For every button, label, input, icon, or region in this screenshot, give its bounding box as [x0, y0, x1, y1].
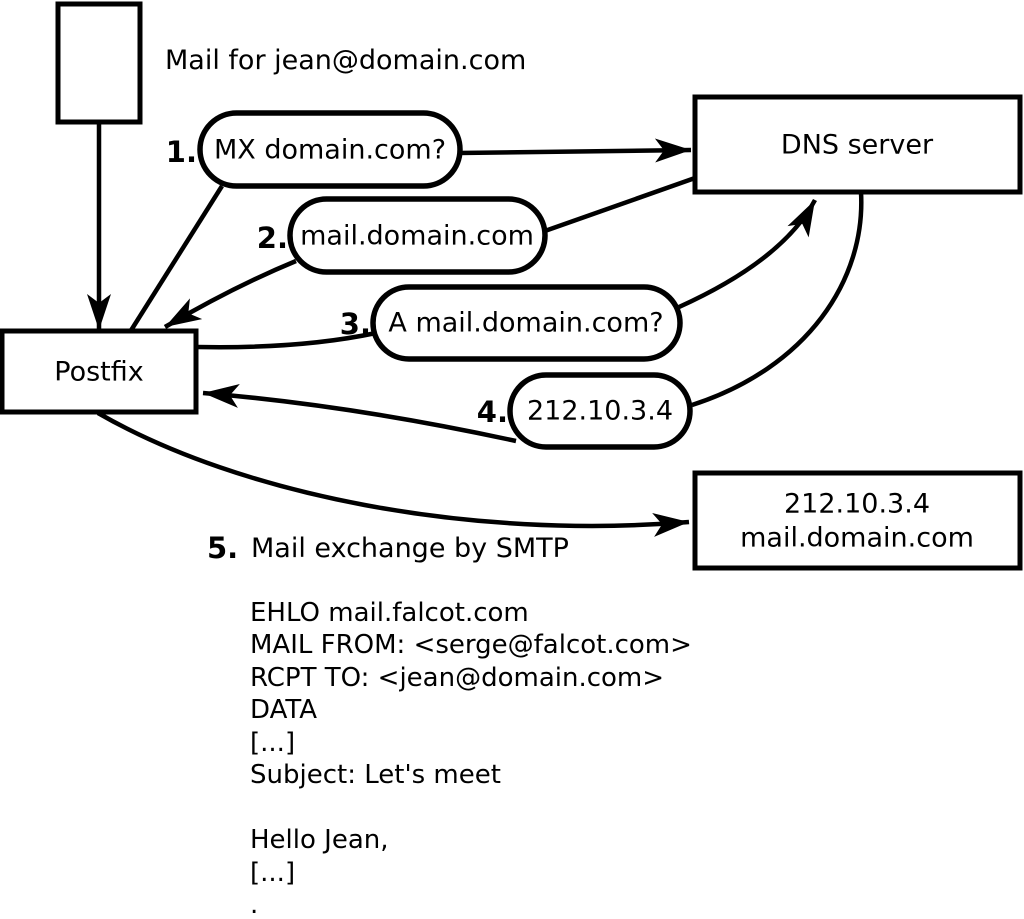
step-3-pill [370, 284, 683, 362]
step-3-label: A mail.domain.com? [388, 308, 663, 339]
step-1-number: 1. [166, 135, 197, 169]
smtp-line: RCPT TO: <jean@domain.com> [250, 663, 664, 693]
edges [87, 122, 864, 537]
step-4-label: 212.10.3.4 [527, 396, 673, 427]
step-bubble-2: 2. mail.domain.com [257, 196, 548, 275]
step-bubble-3: 3. A mail.domain.com? [340, 284, 683, 362]
edge-query3-to-dns [678, 198, 817, 310]
diagram-title: Mail for jean@domain.com [165, 45, 526, 76]
mail-message-node [55, 1, 143, 125]
smtp-line: [...] [250, 858, 295, 888]
edge-postfix-to-query3 [196, 330, 377, 350]
mail-server-ip-label: 212.10.3.4 [784, 489, 930, 520]
step-5-label: Mail exchange by SMTP [251, 533, 569, 564]
step-1-pill [197, 110, 463, 189]
smtp-line: DATA [250, 695, 317, 725]
smtp-line: EHLO mail.falcot.com [250, 598, 529, 628]
dns-server-node [692, 94, 1023, 195]
step-4-pill [507, 372, 693, 450]
step-5-number: 5. [207, 531, 238, 565]
step-1-label: MX domain.com? [214, 135, 446, 166]
step-2-pill [287, 196, 548, 275]
step-bubble-1: 1. MX domain.com? [166, 110, 463, 189]
step-2-number: 2. [257, 221, 288, 255]
edge-answer4-to-postfix [202, 383, 517, 444]
step-2-label: mail.domain.com [300, 221, 534, 252]
smtp-line: . [250, 890, 258, 919]
edge-answer2-to-postfix [163, 258, 297, 329]
postfix-label: Postfix [54, 357, 143, 388]
edge-postfix-to-mailserver [96, 411, 690, 537]
edge-dns-to-answer4 [691, 191, 864, 408]
edge-query1-to-dns [457, 138, 692, 163]
postfix-node [0, 328, 199, 415]
step-5-caption: 5. Mail exchange by SMTP [207, 531, 569, 565]
smtp-line: [...] [250, 728, 295, 758]
mail-server-node [692, 470, 1023, 571]
smtp-session-block: EHLO mail.falcot.com MAIL FROM: <serge@f… [250, 598, 692, 919]
edge-dns-to-answer2 [541, 175, 696, 235]
step-4-number: 4. [477, 395, 508, 429]
dns-server-label: DNS server [781, 130, 934, 161]
smtp-line: Hello Jean, [250, 825, 389, 855]
edge-postfix-to-query1 [128, 184, 224, 334]
smtp-line: MAIL FROM: <serge@falcot.com> [250, 630, 692, 660]
step-3-number: 3. [340, 307, 371, 341]
mail-server-hostname-label: mail.domain.com [740, 523, 974, 554]
nodes: Postfix DNS server 212.10.3.4 mail.domai… [0, 1, 1023, 571]
step-bubble-4: 4. 212.10.3.4 [477, 372, 693, 450]
smtp-line: Subject: Let's meet [250, 760, 501, 790]
